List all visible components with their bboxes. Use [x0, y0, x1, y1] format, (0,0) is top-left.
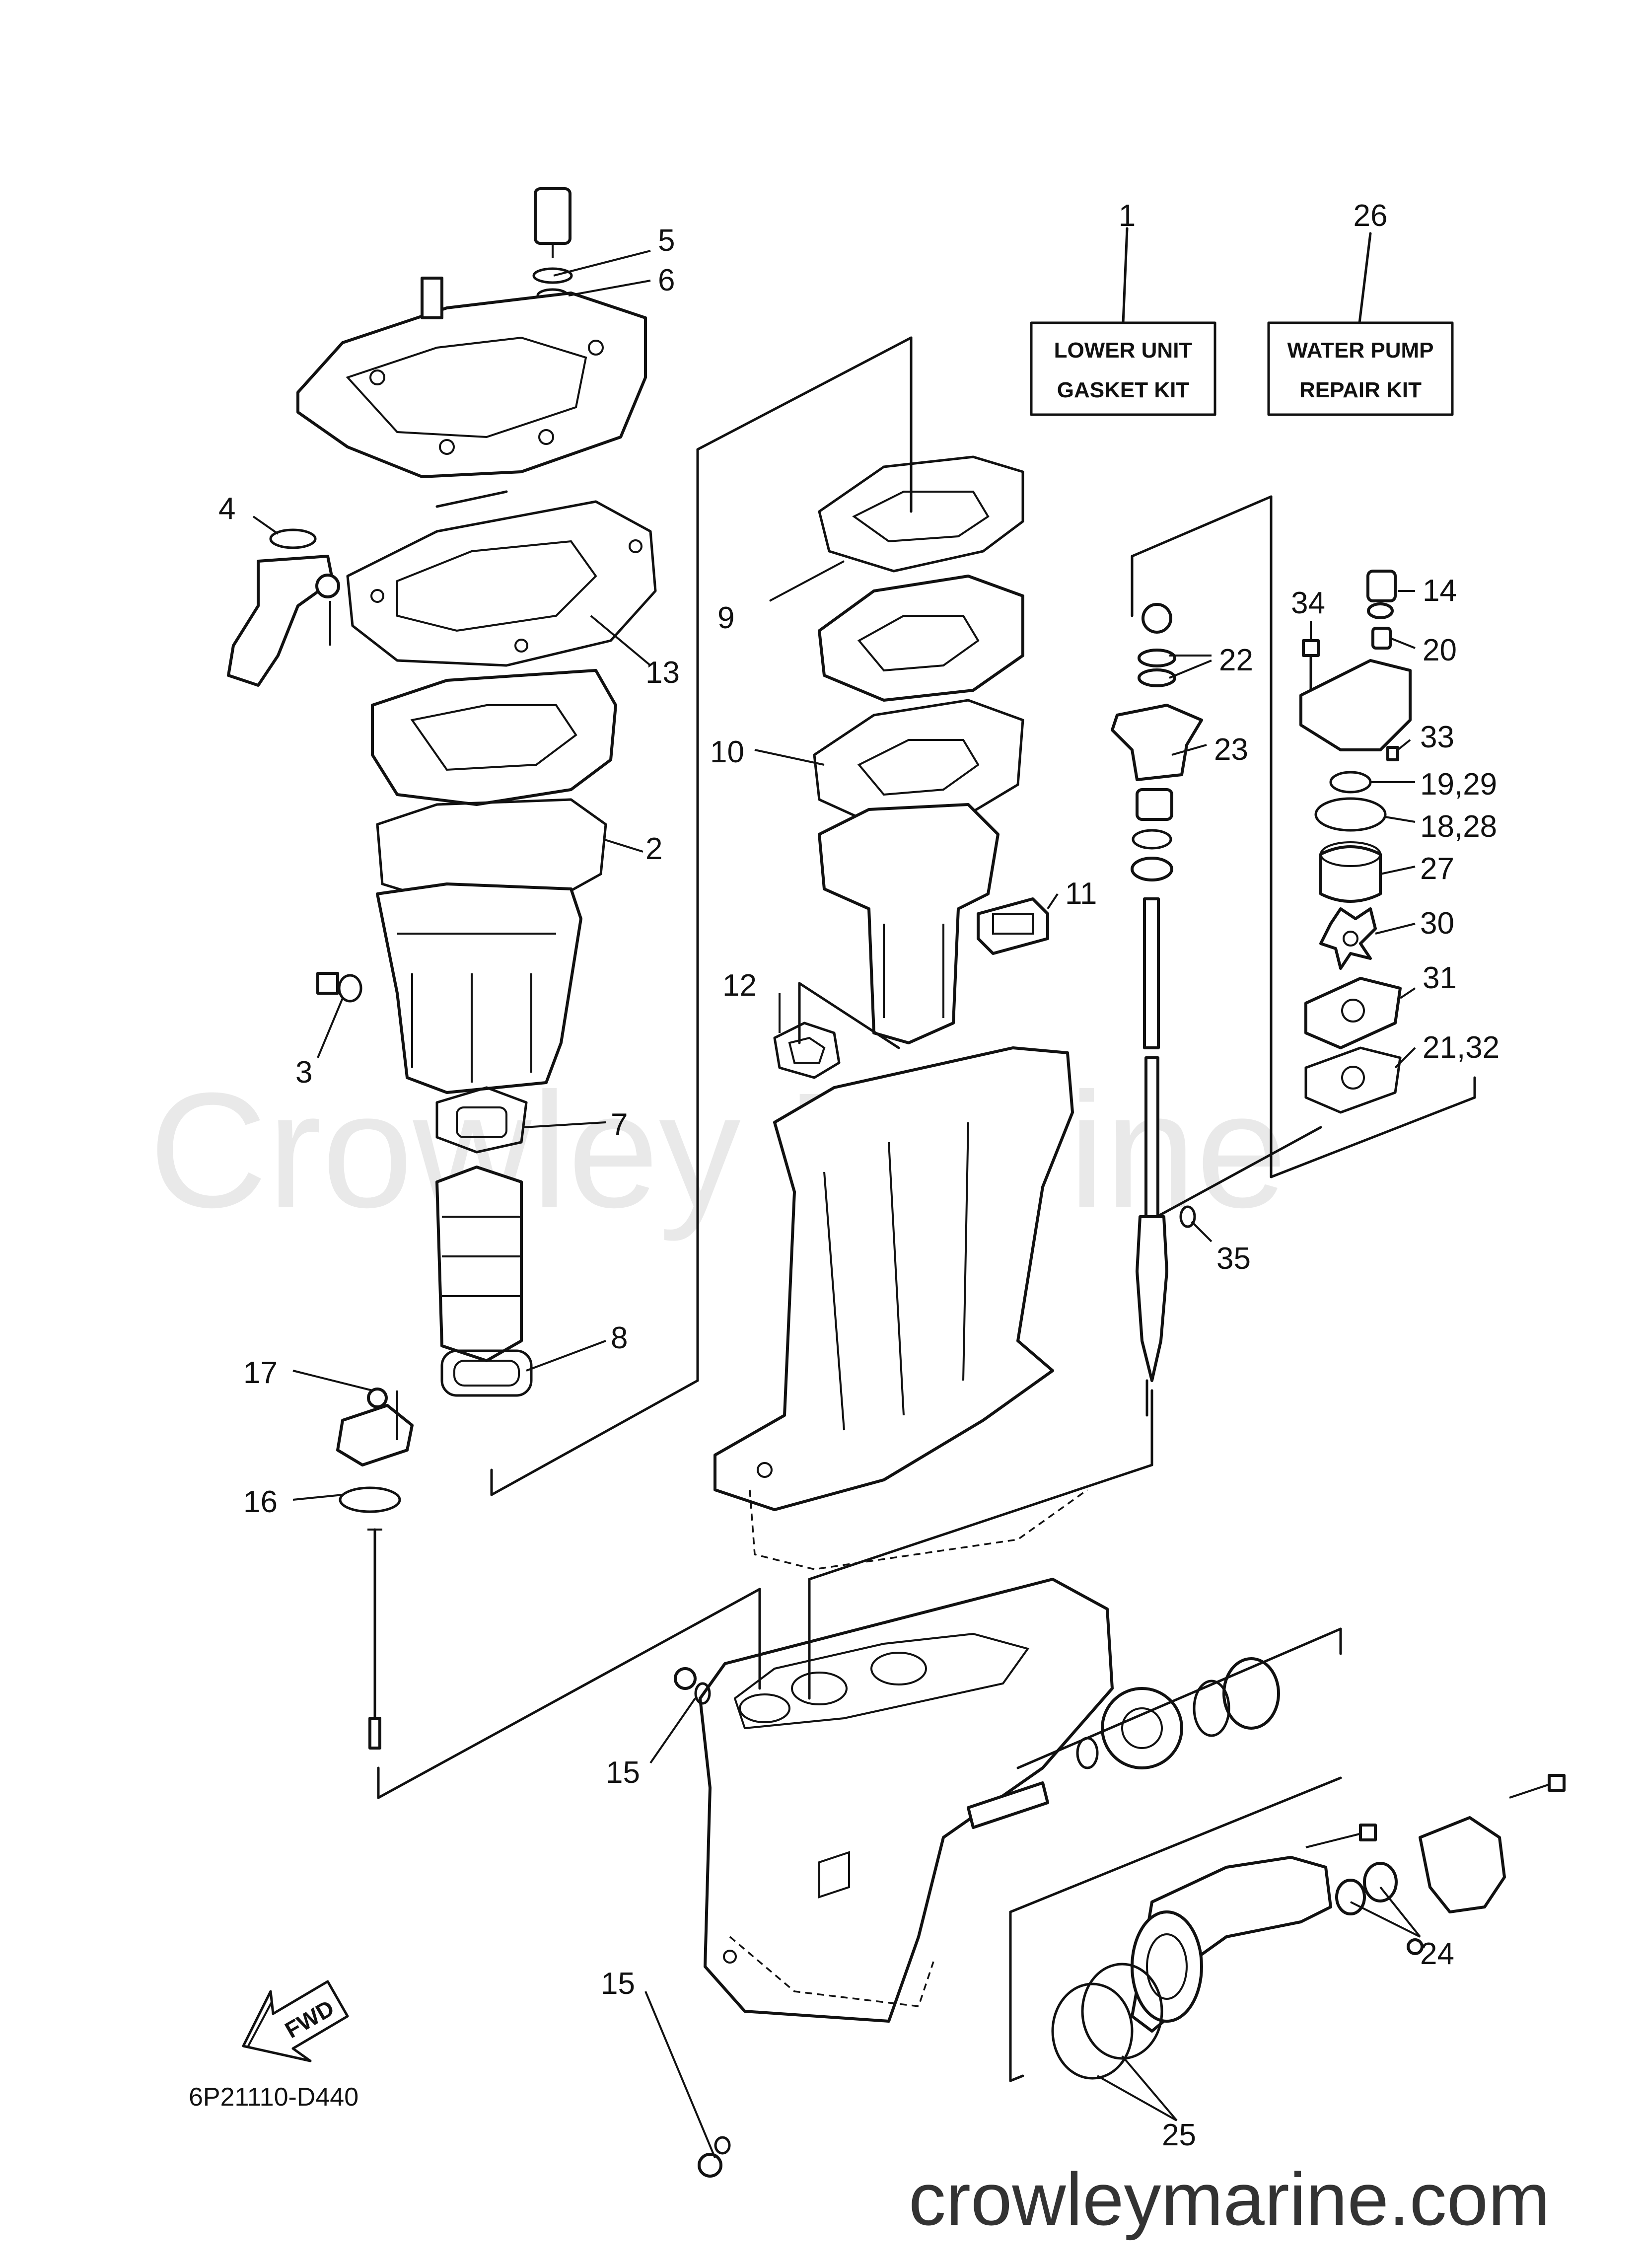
kit-box-lower-unit: 1 LOWER UNIT GASKET KIT: [1030, 199, 1216, 416]
callout-4: 4: [218, 492, 235, 526]
callout-2: 2: [645, 832, 662, 866]
callout-20: 20: [1423, 633, 1457, 667]
callout-8: 8: [611, 1321, 628, 1355]
callout-27: 27: [1420, 852, 1454, 886]
fwd-label: FWD: [281, 1995, 339, 2043]
callout-12: 12: [722, 968, 757, 1003]
site-url: crowleymarine.com: [909, 2157, 1550, 2241]
callout-10: 10: [710, 735, 744, 769]
kit-label-line2: REPAIR KIT: [1299, 378, 1422, 402]
callout-16: 16: [243, 1485, 278, 1519]
fwd-arrow-icon: FWD: [242, 1980, 349, 2062]
callout-15-upper: 15: [606, 1756, 640, 1790]
callout-13: 13: [645, 656, 680, 690]
callout-31: 31: [1423, 961, 1457, 995]
kit-label-line1: LOWER UNIT: [1054, 338, 1193, 363]
frame-lines: [252, 227, 1476, 2158]
callout-24: 24: [1420, 1937, 1454, 1971]
callout-21-32: 21,32: [1423, 1030, 1499, 1065]
callout-14: 14: [1423, 574, 1457, 608]
callout-15-lower: 15: [601, 1967, 635, 2001]
callout-22: 22: [1219, 643, 1253, 677]
callout-35: 35: [1216, 1242, 1251, 1276]
callout-34: 34: [1291, 586, 1325, 620]
kit-number-1: 1: [1119, 199, 1136, 233]
watermark: Crowley Marine: [149, 1058, 1287, 1243]
callout-18-28: 18,28: [1420, 809, 1497, 844]
callout-3: 3: [295, 1055, 312, 1090]
part-drawings: [227, 187, 1566, 2178]
callout-7: 7: [611, 1107, 628, 1142]
callout-labels: 5 6 4 13 2 3 7 8 17 16 9 10 11 12 22 23 …: [218, 223, 1499, 2152]
kit-label-line1: WATER PUMP: [1287, 338, 1434, 363]
callout-23: 23: [1214, 732, 1248, 767]
callout-19-29: 19,29: [1420, 767, 1497, 802]
callout-5: 5: [658, 223, 675, 258]
kit-box-water-pump: 26 WATER PUMP REPAIR KIT: [1267, 199, 1454, 416]
callout-30: 30: [1420, 906, 1454, 941]
diagram-code: 6P21110-D440: [189, 2083, 358, 2112]
callout-25: 25: [1162, 2118, 1196, 2152]
callout-9: 9: [717, 601, 734, 635]
callout-6: 6: [658, 263, 675, 297]
callout-11: 11: [1065, 877, 1097, 911]
kit-number-26: 26: [1354, 199, 1388, 233]
kit-label-line2: GASKET KIT: [1057, 378, 1190, 402]
callout-17: 17: [243, 1356, 278, 1390]
callout-33: 33: [1420, 720, 1454, 754]
